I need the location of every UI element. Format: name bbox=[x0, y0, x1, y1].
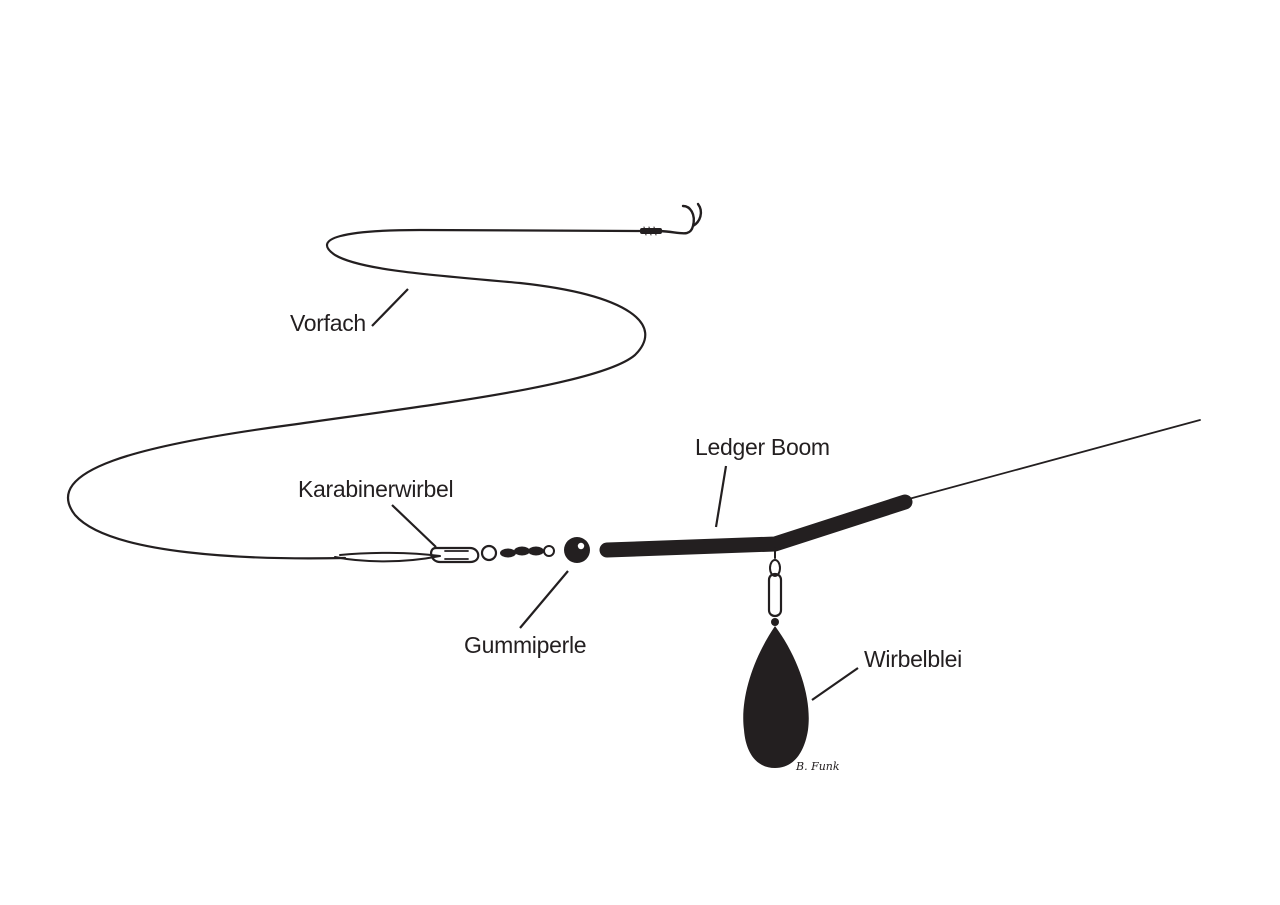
wirbelblei-label: Wirbelblei bbox=[864, 646, 962, 672]
ledger-boom-leader bbox=[714, 465, 728, 528]
ledger-boom-tube bbox=[599, 494, 913, 558]
vorfach-leader bbox=[371, 288, 409, 327]
hook-icon bbox=[658, 202, 703, 235]
rubber-bead-icon bbox=[564, 537, 590, 563]
leader-loop bbox=[334, 551, 441, 563]
artist-signature: B. Funk bbox=[795, 760, 840, 773]
ledger-boom-label: Ledger Boom bbox=[695, 434, 830, 460]
karabinerwirbel-label: Karabinerwirbel bbox=[298, 476, 453, 502]
vorfach-label: Vorfach bbox=[290, 310, 366, 336]
wirbelblei-leader bbox=[811, 667, 859, 701]
sinker-swivel-icon bbox=[767, 547, 783, 626]
lead-weight-icon bbox=[743, 626, 809, 768]
main-line bbox=[904, 419, 1201, 501]
karabinerwirbel-leader bbox=[391, 504, 437, 548]
leader-line bbox=[67, 228, 647, 560]
barrel-swivel-icon bbox=[500, 545, 555, 558]
hook-knot bbox=[640, 226, 662, 236]
gummiperle-label: Gummiperle bbox=[464, 632, 586, 658]
gummiperle-leader bbox=[519, 570, 569, 629]
snap-swivel-icon bbox=[430, 544, 498, 564]
